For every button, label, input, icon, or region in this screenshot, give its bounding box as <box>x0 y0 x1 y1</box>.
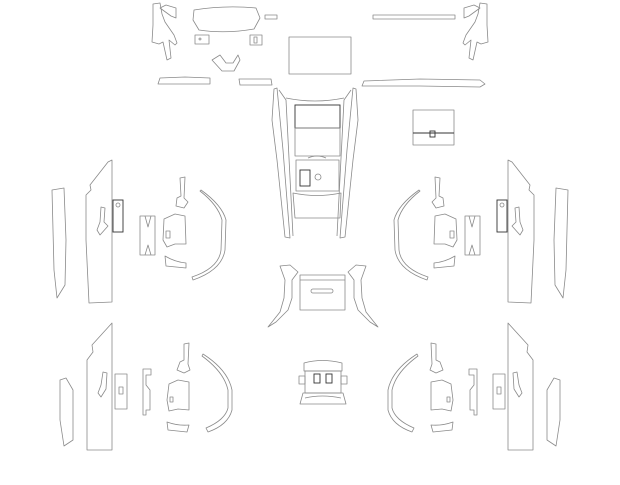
storage-box-latch <box>429 130 436 138</box>
console-tray <box>294 127 341 157</box>
center-console <box>271 87 359 239</box>
left-side-parts <box>51 159 233 451</box>
rear-control-base <box>299 392 347 405</box>
rear-door-arc-trim <box>201 353 233 433</box>
left-switch-dot <box>198 37 202 41</box>
rear-control-body <box>304 370 342 394</box>
front-door-strip <box>51 187 67 299</box>
right-a-pillar <box>462 2 489 61</box>
console-right-strip <box>339 87 359 239</box>
right-side-parts-mirrored <box>387 159 569 451</box>
armrest-right-wing <box>347 264 379 328</box>
front-door-curve-piece <box>164 255 187 269</box>
console-upper-panel <box>294 104 341 129</box>
console-top-edge <box>285 97 345 102</box>
gear-selector <box>299 169 311 187</box>
front-door-panel <box>85 159 113 304</box>
top-row-parts <box>151 2 489 88</box>
rear-door-strip <box>59 377 74 447</box>
armrest-left-wing <box>267 264 299 328</box>
rear-center-control <box>298 360 348 405</box>
rear-door-handle <box>97 371 108 398</box>
front-door-pocket <box>162 213 187 248</box>
front-door-arc-trim <box>191 189 227 281</box>
rear-storage-box <box>412 109 455 146</box>
armrest-slot <box>310 288 334 294</box>
console-mid-bump <box>307 155 327 159</box>
left-a-pillar <box>151 2 178 61</box>
console-knob <box>314 173 322 181</box>
rear-door-pocket <box>166 379 190 412</box>
vent-v-trim <box>211 54 241 72</box>
armrest-assembly <box>267 264 379 328</box>
console-left-strip-inner <box>278 89 294 237</box>
center-dash-strip <box>238 78 273 86</box>
console-left-strip <box>271 87 291 239</box>
right-switch-inner <box>253 36 258 44</box>
rear-small-pillar <box>176 342 191 374</box>
rear-control-button-1 <box>313 373 321 384</box>
rear-window-switch <box>114 373 128 410</box>
right-dash-strip <box>361 78 486 88</box>
right-long-bar <box>372 14 456 20</box>
front-window-switch <box>112 199 124 233</box>
rear-switch-button <box>118 386 124 395</box>
rear-door-curve-piece <box>166 421 190 433</box>
right-switch-panel <box>249 34 263 46</box>
left-switch-panel <box>194 34 210 45</box>
rear-control-right-tab <box>340 375 348 385</box>
small-knob-strip <box>264 14 278 20</box>
front-door-clip <box>139 215 156 256</box>
console-lower-panel <box>292 192 342 219</box>
rear-control-left-tab <box>298 375 306 385</box>
instrument-cluster-hood <box>192 6 261 33</box>
front-switch-button <box>115 202 121 208</box>
rear-control-top <box>303 360 343 372</box>
rear-door-clip <box>142 368 152 416</box>
armrest-center-lid <box>299 274 346 311</box>
front-small-pillar <box>175 176 189 209</box>
center-screen <box>288 36 352 75</box>
rear-door-panel <box>86 322 113 451</box>
left-dash-strip <box>157 76 211 85</box>
console-gear-panel <box>295 159 340 192</box>
rear-control-button-2 <box>325 373 333 384</box>
front-door-handle <box>96 206 109 236</box>
